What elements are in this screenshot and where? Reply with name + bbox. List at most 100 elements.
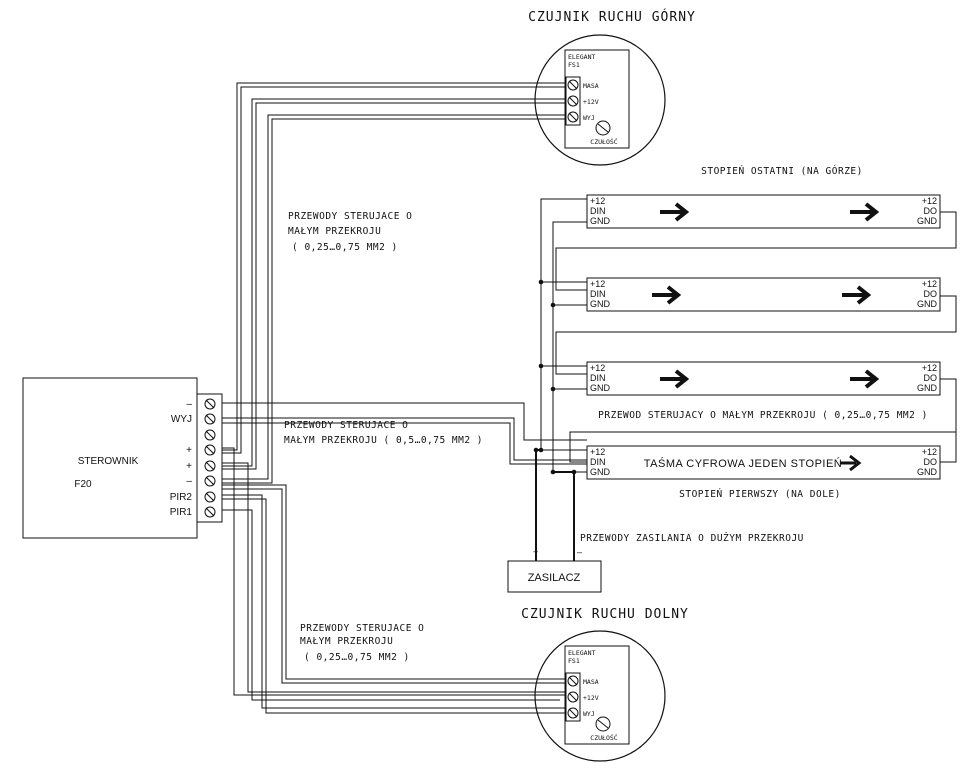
arrow-right-icon [850, 202, 880, 222]
last-step-label: STOPIEŃ OSTATNI (NA GÓRZE) [701, 165, 863, 177]
first-strip-text: TAŚMA CYFROWA JEDEN STOPIEŃ [644, 457, 843, 470]
controller-screw-icon [204, 475, 216, 487]
strip-pin-out: GND [917, 216, 938, 226]
arrow-right-icon [840, 454, 862, 472]
sensor-top-knob-label: CZUŁOŚĆ [590, 137, 617, 146]
bottom-wires-note: PRZEWODY STERUJACE O [300, 623, 424, 634]
sensor-top-screw-icon [567, 79, 579, 91]
strip-pin-out: DO [924, 373, 938, 383]
strip-pin-in: DIN [590, 206, 606, 216]
strip-pin-out: GND [917, 467, 938, 477]
strip-pin-in: GND [590, 467, 611, 477]
middle-wires-note: MAŁYM PRZEKROJU ( 0,5…0,75 MM2 ) [284, 435, 483, 446]
controller-terminal-label: – [186, 399, 192, 410]
arrow-right-icon [652, 285, 682, 305]
sensor-bottom-screw-icon [567, 691, 579, 703]
arrow-right-icon [660, 202, 690, 222]
arrow-right-icon [660, 369, 690, 389]
controller-screw-icon [204, 413, 216, 425]
strip-pin-out: DO [924, 457, 938, 467]
controller-terminal-label: PIR1 [170, 507, 193, 518]
strip-pin-out: DO [924, 206, 938, 216]
controller-screw-icon [204, 506, 216, 518]
controller: STEROWNIK F20 – WYJ + + – PIR2 PIR1 [22, 377, 223, 539]
controller-screw-icon [204, 491, 216, 503]
top-wires-note: PRZEWODY STERUJACE O [288, 211, 412, 222]
sensor-bottom-screw-icon [567, 675, 579, 687]
psu-box [507, 560, 602, 593]
controller-screw-icon [204, 444, 216, 456]
psu-name: ZASILACZ [528, 572, 581, 584]
controller-name: STEROWNIK [78, 456, 139, 467]
controller-terminal-label: PIR2 [170, 492, 193, 503]
strip-pin-in: +12 [590, 363, 605, 373]
top-wires-note: ( 0,25…0,75 MM2 ) [292, 242, 398, 253]
sensor-bottom-model: FS1 [568, 657, 580, 665]
strip-pin-out: GND [917, 299, 938, 309]
controller-model: F20 [74, 479, 92, 490]
sensor-top-title: CZUJNIK RUCHU GÓRNY [528, 9, 696, 25]
sensor-bottom: CZUJNIK RUCHU DOLNY ELEGANT FS1 MASA +12… [521, 607, 689, 762]
sensor-bottom-title: CZUJNIK RUCHU DOLNY [521, 607, 689, 622]
power-wires [535, 449, 575, 561]
sensor-bottom-knob-icon [595, 716, 611, 732]
sensor-bottom-terminal-12v: +12V [583, 694, 599, 702]
strip-pin-in: GND [590, 299, 611, 309]
bottom-wires-note: MAŁYM PRZEKROJU [300, 636, 393, 647]
wire-notes: PRZEWODY STERUJACE O MAŁYM PRZEKROJU ( 0… [284, 211, 483, 663]
led-strip: +12 DIN GND +12 DO GND [586, 361, 941, 396]
sensor-bottom-terminal-wyj: WYJ [583, 710, 595, 718]
controller-screw-icon [204, 460, 216, 472]
power-wires-note: PRZEWODY ZASILANIA O DUŻYM PRZEKROJU [580, 533, 804, 544]
controller-terminal-label: + [186, 445, 192, 456]
power-supply: ZASILACZ + – PRZEWODY ZASILANIA O DUŻYM … [507, 533, 804, 593]
arrow-right-icon [842, 285, 872, 305]
sensor-bottom-screw-icon [567, 707, 579, 719]
strip-pin-in: DIN [590, 289, 606, 299]
sensor-bottom-brand: ELEGANT [568, 649, 595, 657]
sensor-top-terminal-12v: +12V [583, 98, 599, 106]
sensor-bottom-terminal-masa: MASA [583, 678, 599, 686]
sensor-top-knob-icon [595, 120, 611, 136]
led-strip: +12 DIN GND +12 DO GND [586, 194, 941, 229]
controller-terminal-label: + [186, 461, 192, 472]
strip-pin-in: +12 [590, 279, 605, 289]
strip-pin-out: +12 [922, 279, 937, 289]
strip-pin-out: +12 [922, 363, 937, 373]
bottom-wires-note: ( 0,25…0,75 MM2 ) [304, 652, 410, 663]
first-step-label: STOPIEŃ PIERWSZY (NA DOLE) [679, 488, 841, 500]
psu-minus-label: – [577, 547, 582, 557]
led-strip-first: +12 DIN GND +12 DO GND TAŚMA CYFROWA JED… [586, 445, 941, 480]
arrow-right-icon [850, 369, 880, 389]
controller-screw-icon [204, 429, 216, 441]
top-wires-note: MAŁYM PRZEKROJU [288, 226, 381, 237]
sensor-top-terminal-wyj: WYJ [583, 114, 595, 122]
led-strips: STOPIEŃ OSTATNI (NA GÓRZE) +12 DIN GND +… [586, 165, 941, 500]
controller-screw-icon [204, 398, 216, 410]
controller-box [22, 377, 198, 539]
strip-pin-in: +12 [590, 447, 605, 457]
sensor-top-brand: ELEGANT [568, 53, 595, 61]
sensor-top: CZUJNIK RUCHU GÓRNY ELEGANT FS1 MASA +12… [528, 9, 696, 166]
controller-terminal-label: – [186, 476, 192, 487]
control-wires [222, 82, 957, 714]
strip-pin-in: +12 [590, 196, 605, 206]
led-strip: +12 DIN GND +12 DO GND [586, 277, 941, 312]
strip-pin-in: DIN [590, 373, 606, 383]
controller-terminal-label: WYJ [171, 414, 192, 425]
strip-wire-note: PRZEWOD STERUJACY O MAŁYM PRZEKROJU ( 0,… [598, 410, 928, 421]
middle-wires-note: PRZEWODY STERUJACE O [284, 420, 408, 431]
junction-dots [533, 279, 577, 475]
sensor-top-screw-icon [567, 111, 579, 123]
strip-pin-in: DIN [590, 457, 606, 467]
controller-terminal-block [196, 393, 223, 523]
strip-pin-out: DO [924, 289, 938, 299]
strip-pin-in: GND [590, 216, 611, 226]
strip-pin-out: +12 [922, 447, 937, 457]
sensor-top-screw-icon [567, 95, 579, 107]
strip-pin-out: +12 [922, 196, 937, 206]
sensor-bottom-knob-label: CZUŁOŚĆ [590, 733, 617, 742]
strip-pin-in: GND [590, 383, 611, 393]
sensor-top-terminal-masa: MASA [583, 82, 599, 90]
